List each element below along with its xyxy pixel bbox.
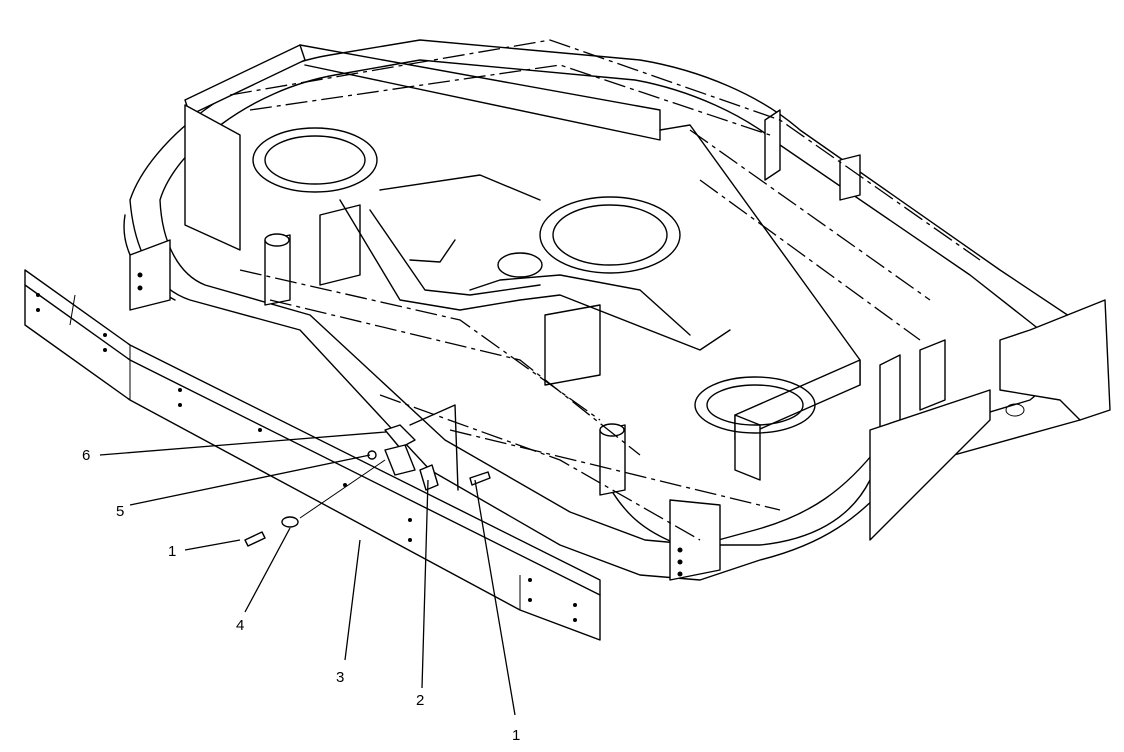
washer-item-4 [281, 516, 299, 528]
hardware [244, 404, 491, 547]
spindle-opening-left [252, 127, 378, 193]
clip-item-2 [384, 444, 416, 476]
leader-3 [344, 539, 361, 661]
assembly-lines [229, 39, 981, 541]
height-adjust-bracket [764, 109, 1111, 541]
spindle-opening-center [539, 196, 681, 274]
callout-3: 3 [336, 669, 344, 686]
callout-5: 5 [116, 503, 124, 520]
leader-1a [184, 539, 241, 551]
front-baffle-strip [24, 269, 601, 641]
bracket-item-6 [384, 424, 416, 449]
mower-deck [123, 39, 1102, 581]
hinge-brackets [129, 233, 721, 581]
leader-1b [474, 479, 516, 716]
leader-4 [244, 527, 291, 613]
callout-labels: 6 5 1 4 3 2 1 [82, 447, 520, 744]
baffle-housing [184, 44, 861, 481]
callout-4: 4 [236, 617, 244, 634]
callout-6: 6 [82, 447, 90, 464]
leader-6 [99, 431, 387, 456]
callout-1-right: 1 [512, 727, 520, 744]
bolt-item-1-right [469, 471, 491, 486]
spindle-openings [252, 127, 816, 434]
callout-leaders [99, 431, 516, 716]
spindle-opening-right [694, 376, 816, 434]
bolt-item-1-left [244, 531, 266, 547]
leader-2 [421, 479, 429, 689]
callout-1-left: 1 [168, 543, 176, 560]
callout-2: 2 [416, 692, 424, 709]
deck-ribs [339, 174, 731, 351]
leader-5 [129, 454, 371, 506]
